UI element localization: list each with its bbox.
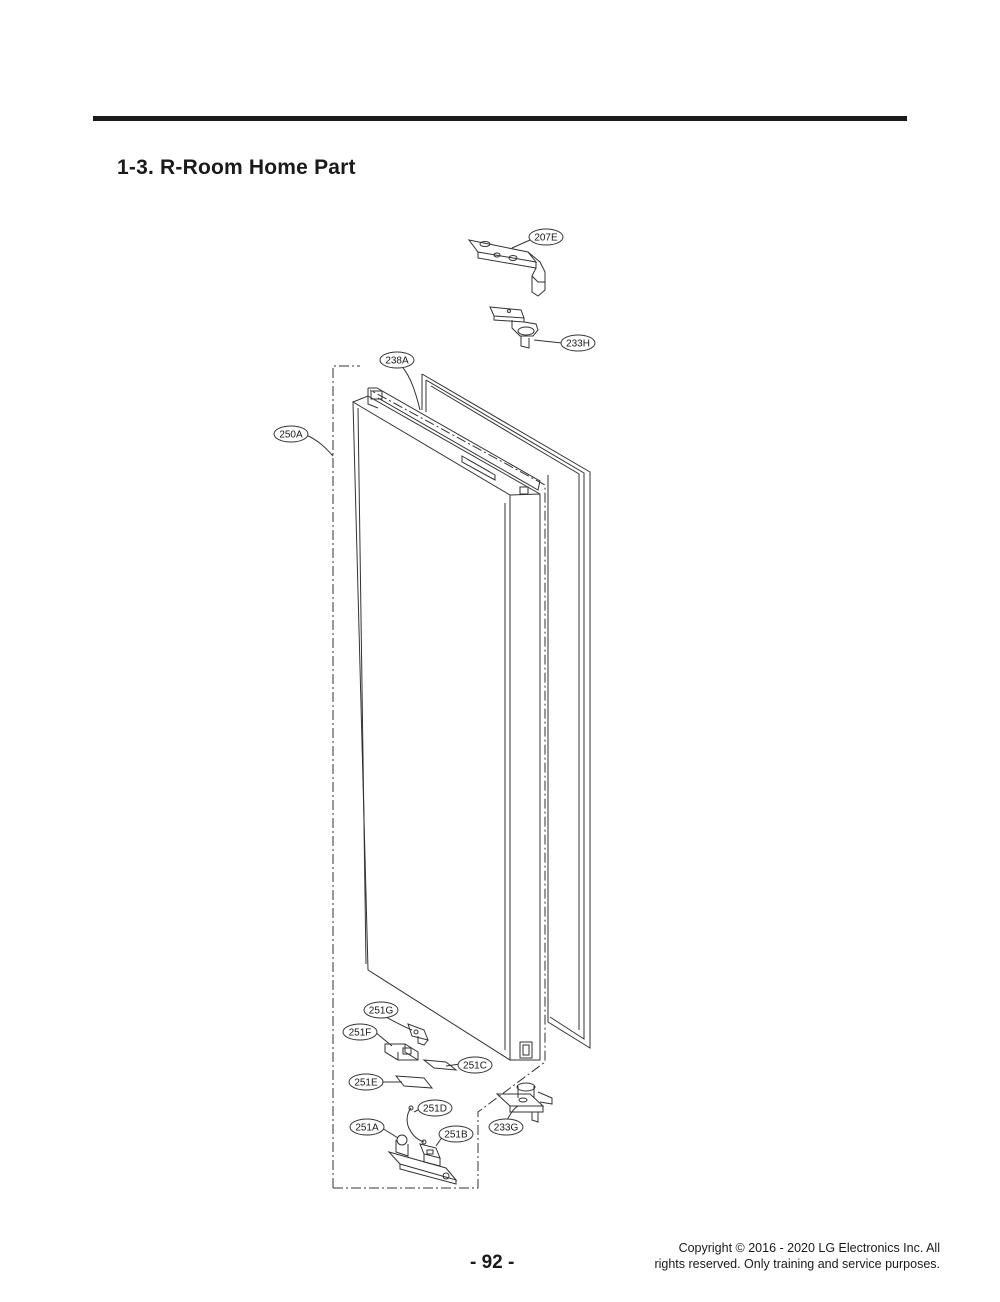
callout-251c: 251C (457, 1056, 493, 1074)
svg-text:251D: 251D (423, 1104, 447, 1115)
copyright-line-2: rights reserved. Only training and servi… (654, 1257, 940, 1271)
copyright-notice: Copyright © 2016 - 2020 LG Electronics I… (610, 1240, 940, 1272)
hinge-top-part (467, 239, 546, 297)
part-251g (407, 1023, 429, 1046)
door-gasket (421, 373, 591, 1049)
part-251c (422, 1059, 458, 1071)
svg-text:238A: 238A (385, 356, 409, 367)
part-251e (394, 1075, 434, 1089)
callout-251f: 251F (342, 1023, 378, 1041)
callout-251b: 251B (438, 1125, 474, 1143)
hinge-upper-part (489, 306, 539, 349)
svg-text:233H: 233H (566, 339, 590, 350)
callout-238a: 238A (379, 351, 415, 369)
part-251d (406, 1105, 427, 1145)
page-title: 1-3. R-Room Home Part (117, 156, 356, 179)
svg-text:251F: 251F (349, 1028, 372, 1039)
svg-text:250A: 250A (279, 430, 303, 441)
door-panel (352, 395, 541, 1061)
svg-text:251A: 251A (355, 1123, 379, 1134)
svg-text:233G: 233G (494, 1123, 519, 1134)
callout-251a: 251A (349, 1118, 385, 1136)
part-251a-251b (387, 1134, 458, 1185)
svg-text:251E: 251E (354, 1078, 378, 1089)
callout-251g: 251G (363, 1001, 399, 1019)
svg-text:251G: 251G (369, 1006, 394, 1017)
svg-text:251B: 251B (444, 1130, 468, 1141)
assembly-boundary-line (332, 365, 546, 1189)
hinge-lower-part (495, 1082, 553, 1123)
callout-207e: 207E (528, 228, 564, 246)
door-liner (367, 387, 541, 495)
callout-250a: 250A (273, 425, 309, 443)
callout-251d: 251D (417, 1099, 453, 1117)
page-number: - 92 - (470, 1252, 515, 1273)
svg-text:207E: 207E (534, 233, 558, 244)
svg-text:251C: 251C (463, 1061, 487, 1072)
callout-233g: 233G (488, 1118, 524, 1136)
callout-251e: 251E (348, 1073, 384, 1091)
copyright-line-1: Copyright © 2016 - 2020 LG Electronics I… (678, 1241, 940, 1255)
callout-233h: 233H (560, 334, 596, 352)
part-251f (384, 1043, 419, 1061)
header-rule (93, 116, 907, 121)
